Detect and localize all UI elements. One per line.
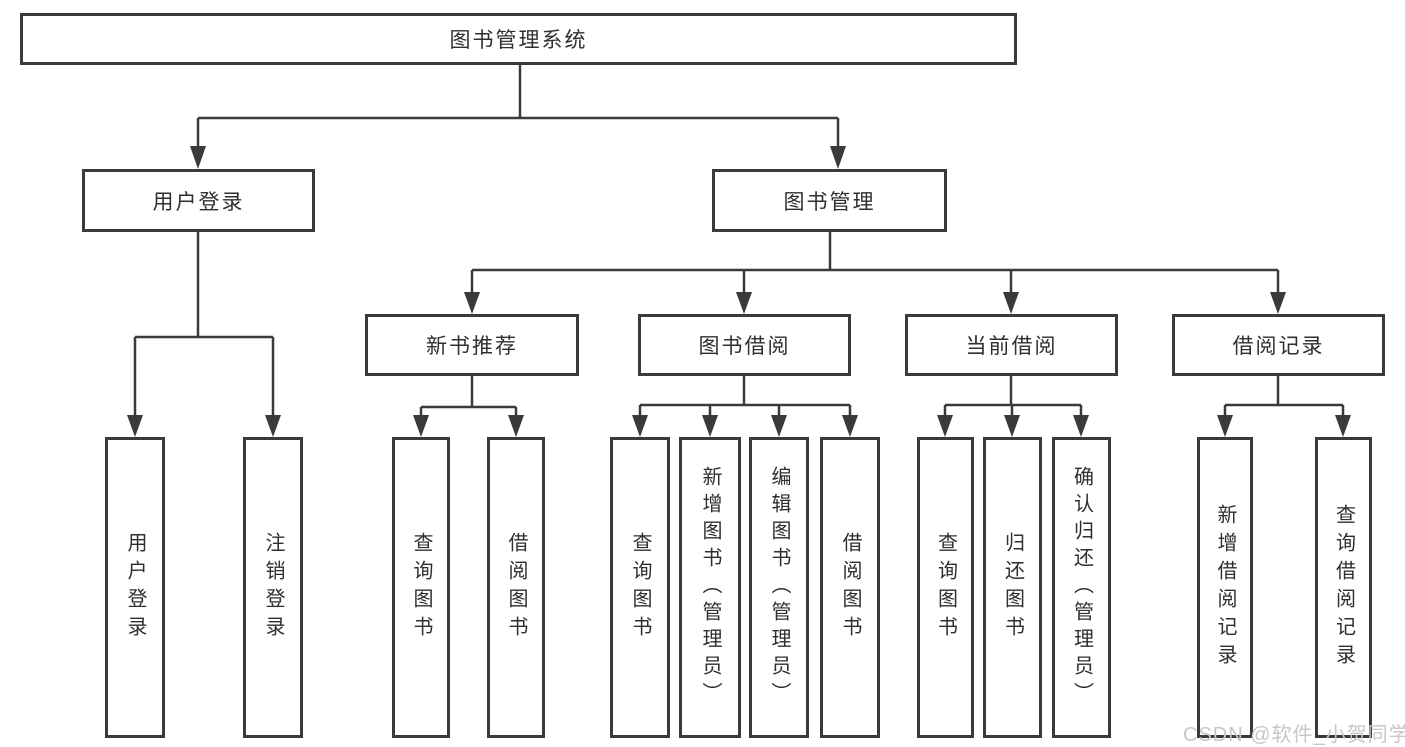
node-label: 查询图书	[934, 531, 957, 644]
node-label: 用户登录	[124, 531, 146, 644]
node-label: 查询借阅记录	[1332, 503, 1355, 672]
node-label: 查询图书	[410, 531, 432, 644]
leaf-add-books-admin: 新增图书（管理员）	[679, 437, 741, 738]
node-label: 借阅图书	[839, 531, 861, 644]
leaf-search-books-current: 查询图书	[917, 437, 974, 738]
node-label: 新增借阅记录	[1214, 503, 1236, 672]
leaf-return-books: 归还图书	[983, 437, 1042, 738]
node-label: 图书借阅	[698, 335, 791, 358]
leaf-borrow-books-recommend: 借阅图书	[487, 437, 545, 738]
leaf-borrow-books: 借阅图书	[820, 437, 880, 738]
node-user-login: 用户登录	[82, 169, 315, 232]
node-label: 借阅图书	[505, 531, 527, 644]
node-current-borrow: 当前借阅	[905, 314, 1118, 376]
node-borrow-records: 借阅记录	[1172, 314, 1385, 376]
node-label: 编辑图书（管理员）	[768, 466, 790, 709]
leaf-user-login: 用户登录	[105, 437, 165, 738]
node-book-borrow: 图书借阅	[638, 314, 851, 376]
leaf-logout: 注销登录	[243, 437, 303, 738]
node-root-system: 图书管理系统	[20, 13, 1017, 65]
node-new-book-recommend: 新书推荐	[365, 314, 579, 376]
node-label: 新书推荐	[426, 335, 518, 358]
csdn-watermark: CSDN @软件_小贺同学	[1183, 724, 1405, 746]
node-label: 用户登录	[152, 190, 245, 214]
leaf-edit-books-admin: 编辑图书（管理员）	[749, 437, 809, 738]
node-label: 新增图书（管理员）	[699, 466, 721, 709]
arrowheads	[127, 146, 1351, 437]
node-label: 图书管理系统	[449, 29, 588, 52]
node-label: 图书管理	[783, 190, 876, 214]
node-label: 借阅记录	[1232, 335, 1325, 358]
leaf-search-borrow-record: 查询借阅记录	[1315, 437, 1372, 738]
leaf-add-borrow-record: 新增借阅记录	[1197, 437, 1253, 738]
leaf-search-books-recommend: 查询图书	[392, 437, 450, 738]
leaf-confirm-return-admin: 确认归还（管理员）	[1052, 437, 1111, 738]
node-label: 查询图书	[629, 531, 651, 644]
node-label: 归还图书	[1001, 531, 1024, 644]
node-book-management: 图书管理	[712, 169, 947, 232]
node-label: 注销登录	[262, 531, 284, 644]
leaf-search-books: 查询图书	[610, 437, 670, 738]
node-label: 当前借阅	[965, 335, 1058, 358]
node-label: 确认归还（管理员）	[1070, 466, 1093, 709]
